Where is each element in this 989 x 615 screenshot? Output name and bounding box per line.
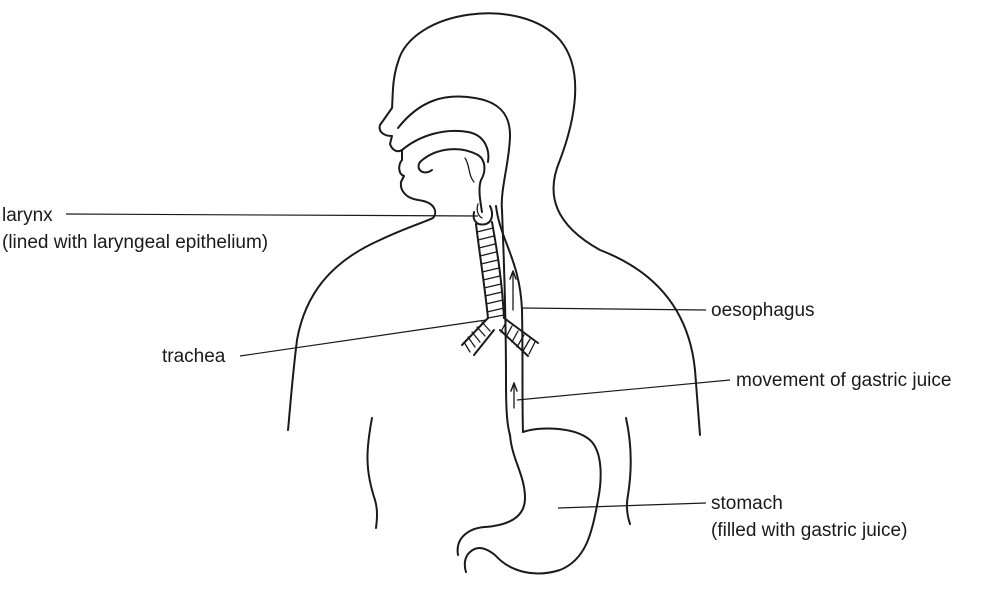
leader-lines [65,213,731,509]
trachea-leader [239,319,487,357]
stomach-leader [557,502,707,509]
gastric-movement-leader [516,379,731,401]
stomach [456,427,602,575]
oral-nasal-cavity [397,95,511,213]
body-outline [287,12,701,529]
trachea-label: trachea [162,346,226,367]
stomach-label: stomach [711,493,783,514]
oesophagus [495,205,524,436]
larynx [472,203,494,226]
larynx-leader [65,213,479,217]
larynx-label: larynx [2,205,53,226]
gastric-movement-label: movement of gastric juice [736,370,951,391]
oesophagus-label: oesophagus [711,300,815,321]
trachea [461,221,539,357]
larynx-sublabel: (lined with laryngeal epithelium) [2,232,268,253]
labels: larynx (lined with laryngeal epithelium)… [2,205,951,541]
stomach-sublabel: (filled with gastric juice) [711,520,907,541]
oesophagus-leader [521,307,707,311]
